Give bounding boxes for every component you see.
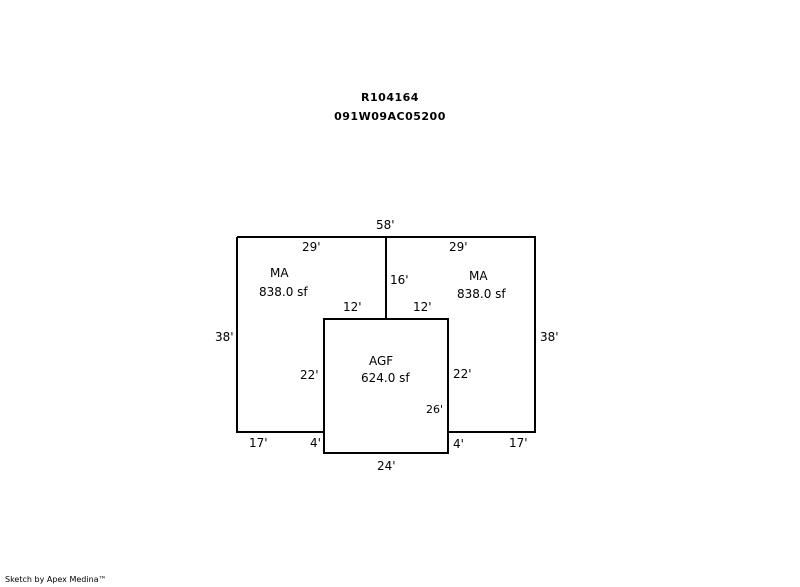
right-area-code: MA	[469, 269, 488, 283]
dim-garage-top-right: 12'	[413, 300, 432, 314]
dim-left-bottom: 17'	[249, 436, 268, 450]
garage-area-size: 624.0 sf	[361, 371, 410, 385]
map-number: 091W09AC05200	[334, 110, 446, 123]
dim-right-side: 38'	[540, 330, 559, 344]
dim-left-side: 38'	[215, 330, 234, 344]
dim-garage-left: 22'	[300, 368, 319, 382]
dim-garage-depth: 26'	[426, 403, 443, 416]
left-area-code: MA	[270, 266, 289, 280]
dim-right-bottom: 17'	[509, 436, 528, 450]
left-area-size: 838.0 sf	[259, 285, 308, 299]
parcel-id: R104164	[361, 91, 419, 104]
garage-outline	[323, 318, 449, 454]
dim-top-total: 58'	[376, 218, 395, 232]
dim-right-top: 29'	[449, 240, 468, 254]
dim-garage-top-left: 12'	[343, 300, 362, 314]
dim-center-divider: 16'	[390, 273, 409, 287]
dim-left-top: 29'	[302, 240, 321, 254]
dim-right-step: 4'	[453, 437, 464, 451]
dim-left-step: 4'	[310, 436, 321, 450]
sketch-credit: Sketch by Apex Medina™	[5, 575, 107, 584]
dim-garage-right: 22'	[453, 367, 472, 381]
dim-garage-bottom: 24'	[377, 459, 396, 473]
garage-area-code: AGF	[369, 354, 393, 368]
right-area-size: 838.0 sf	[457, 287, 506, 301]
